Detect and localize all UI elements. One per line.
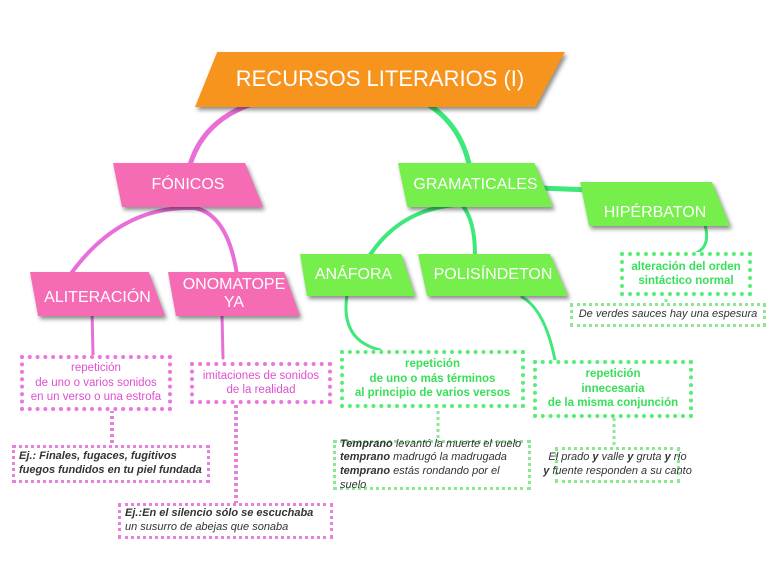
example-line: temprano estás rondando por el suelo <box>340 465 524 493</box>
example-line: y fuente responden a su canto <box>543 465 692 479</box>
repeated-word: temprano <box>340 451 391 464</box>
link-gram-anafora <box>368 203 457 257</box>
conjunction: y <box>627 451 634 464</box>
node-anafora: ANÁFORA <box>300 254 415 296</box>
definition-line: de uno o más términos <box>369 372 496 385</box>
conjunction: y <box>592 451 599 464</box>
fonicos-label: FÓNICOS <box>151 176 225 194</box>
onomatopeya-label-line1: ONOMATOPE <box>182 276 286 294</box>
definition-hiperbaton: alteración del orden sintáctico normal <box>620 252 752 296</box>
gramaticales-label: GRAMATICALES <box>413 176 538 194</box>
definition-line: de uno o varios sonidos <box>35 376 157 389</box>
onomatopeya-label-line2: YA <box>223 294 245 311</box>
definition-line: alteración del orden <box>631 260 741 273</box>
example-line-rest: estás rondando por el suelo <box>340 465 500 491</box>
definition-line: de la realidad <box>226 384 296 396</box>
definition-line: sintáctico normal <box>638 275 734 287</box>
example-text: río <box>670 451 687 464</box>
link-anafora-def <box>344 293 382 352</box>
conjunction: y <box>664 451 671 464</box>
repeated-word: temprano <box>340 465 391 477</box>
example-text: El prado <box>548 451 593 464</box>
example-line: El prado y valle y gruta y río <box>543 451 692 465</box>
polisindeton-label: POLISÍNDETON <box>433 266 553 284</box>
example-line: Temprano levantó la muerte el vuelo <box>340 438 524 452</box>
anafora-label: ANÁFORA <box>314 266 393 284</box>
node-aliteracion: ALITERACIÓN <box>30 272 165 316</box>
definition-line: imitaciones de sonidos <box>202 369 320 382</box>
node-fonicos: FÓNICOS <box>113 163 263 207</box>
definition-line: repetición <box>71 362 121 375</box>
link-fonicos-aliteracion <box>68 205 197 277</box>
node-hiperbaton: HIPÉRBATON <box>580 182 730 226</box>
hiperbaton-label: HIPÉRBATON <box>603 204 707 222</box>
example-line: temprano madrugó la madrugada <box>340 451 524 465</box>
onomatopeya-label: ONOMATOPE YA <box>183 276 286 311</box>
link-onomatopeya-def <box>220 313 225 360</box>
example-hiperbaton: De verdes sauces hay una espesura <box>570 303 766 327</box>
link-root-fonicos <box>187 97 268 168</box>
example-text: gruta <box>633 451 665 464</box>
example-line: Ej.: Finales, fugaces, fugitivos <box>19 450 177 463</box>
aliteracion-label: ALITERACIÓN <box>44 289 151 307</box>
example-aliteracion: Ej.: Finales, fugaces, fugitivos fuegos … <box>12 445 210 483</box>
example-line: un susurro de abejas que sonaba <box>125 521 289 533</box>
node-polisindeton: POLISÍNDETON <box>418 254 568 296</box>
link-aliteracion-def <box>90 308 95 357</box>
link-gram-polisindeton <box>460 203 477 257</box>
definition-onomatopeya: imitaciones de sonidos de la realidad <box>190 362 332 404</box>
node-onomatopeya: ONOMATOPE YA <box>168 272 300 316</box>
conjunction: y <box>543 465 550 477</box>
example-line: Ej.:En el silencio sólo se escuchaba <box>125 507 314 520</box>
definition-line: repetición <box>585 368 641 381</box>
example-anafora: Temprano levantó la muerte el vuelo temp… <box>333 438 531 493</box>
example-line: De verdes sauces hay una espesura <box>578 308 758 321</box>
link-polisindeton-def <box>520 295 557 362</box>
example-text: fuente responden a su canto <box>549 465 692 477</box>
definition-aliteracion: repetición de uno o varios sonidos en un… <box>20 355 172 411</box>
node-gramaticales: GRAMATICALES <box>398 163 553 207</box>
definition-polisindeton: repetición innecesaria de la misma conju… <box>533 360 693 418</box>
example-line-rest: madrugó la madrugada <box>390 451 507 464</box>
definition-anafora: repetición de uno o más términos al prin… <box>340 350 525 408</box>
definition-line: innecesaria <box>581 382 645 395</box>
example-polisindeton: El prado y valle y gruta y río y fuente … <box>543 447 692 483</box>
root-title-label: RECURSOS LITERARIOS (I) <box>235 66 525 92</box>
example-text: valle <box>598 451 628 464</box>
link-fonicos-onomatopeya <box>193 206 239 277</box>
definition-line: en un verso o una estrofa <box>30 391 162 404</box>
repeated-word: Temprano <box>340 437 393 450</box>
example-onomatopeya: Ej.:En el silencio sólo se escuchaba un … <box>118 503 333 539</box>
link-root-gramaticales <box>417 97 473 171</box>
example-line-rest: levantó la muerte el vuelo <box>392 437 522 450</box>
example-line: fuegos fundidos en tu piel fundada <box>19 464 202 476</box>
definition-line: de la misma conjunción <box>547 397 679 410</box>
link-hiperbaton-def <box>688 223 709 257</box>
definition-line: al principio de varios versos <box>354 387 511 400</box>
root-node-title: RECURSOS LITERARIOS (I) <box>195 52 565 107</box>
definition-line: repetición <box>405 358 460 371</box>
